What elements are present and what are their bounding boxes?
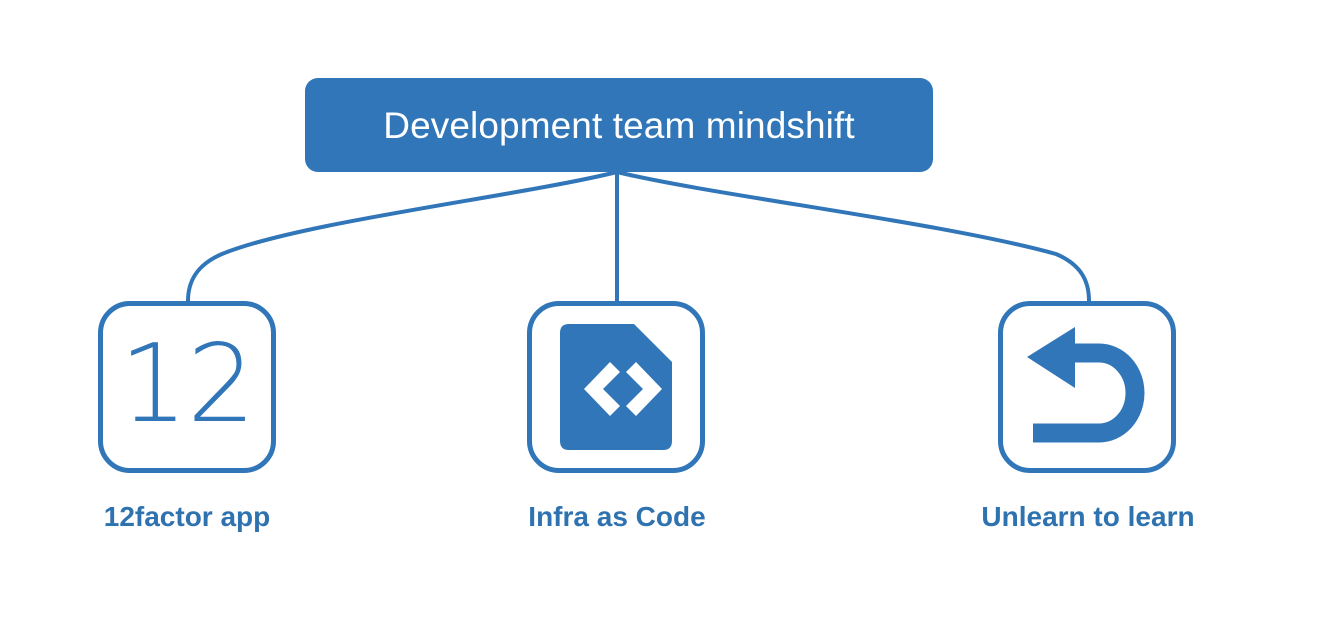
leaf-caption-twelve-factor: 12factor app xyxy=(103,501,271,532)
icon-tile xyxy=(527,301,705,473)
twelve-number-icon: 12 xyxy=(103,306,271,468)
leaf-node-unlearn-to-learn[interactable] xyxy=(998,301,1176,473)
connector-line-left xyxy=(186,170,619,303)
leaf-node-twelve-factor[interactable]: 12 xyxy=(98,301,276,473)
root-node-label: Development team mindshift xyxy=(383,104,855,146)
leaf-node-infra-as-code[interactable] xyxy=(527,301,705,473)
leaf-caption-infra-as-code: Infra as Code xyxy=(528,501,706,532)
icon-tile: 12 xyxy=(98,301,276,473)
icon-tile xyxy=(998,301,1176,473)
twelve-number-icon-text: 12 xyxy=(119,322,255,447)
leaf-caption-unlearn-to-learn: Unlearn to learn xyxy=(981,501,1195,532)
undo-arrow-icon xyxy=(1003,306,1171,468)
code-file-icon xyxy=(532,306,700,468)
root-node[interactable]: Development team mindshift xyxy=(305,78,933,172)
connector-line-right xyxy=(615,170,1091,303)
